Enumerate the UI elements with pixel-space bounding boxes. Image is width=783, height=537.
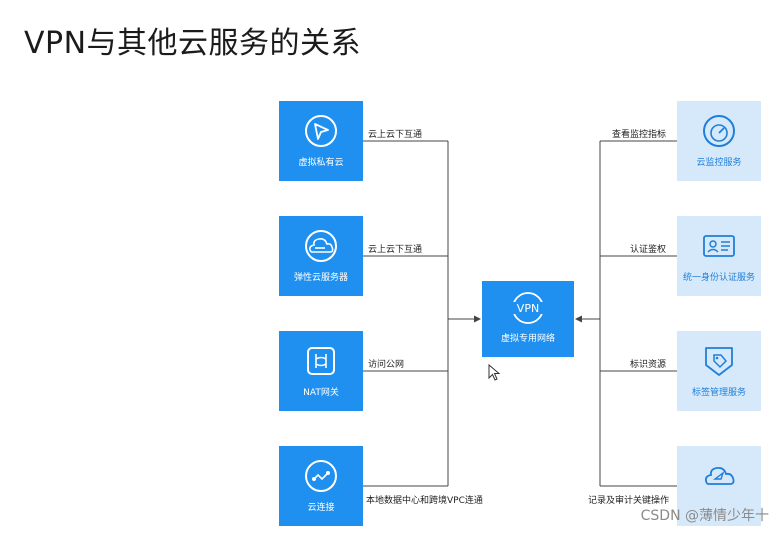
edge-label: 本地数据中心和跨境VPC连通 [366,496,483,506]
node-vpn: VPN 虚拟专用网络 [482,281,574,357]
edge-label: 访问公网 [368,360,405,370]
vpn-icon-text: VPN [517,302,539,315]
edge-label: 认证鉴权 [630,245,667,255]
cloud-trace-icon [704,466,735,485]
id-card-icon [703,235,735,257]
node-label: 弹性云服务器 [293,273,348,283]
node-label: 云连接 [307,503,335,513]
node-nat-gateway: NAT网关 [279,331,363,411]
edge-label: 标识资源 [630,360,667,370]
tag-icon [705,347,733,376]
edge-label: 云上云下互通 [368,130,423,140]
cloud-eye-icon [703,115,735,147]
edge-label: 云上云下互通 [368,245,423,255]
node-cloud-trace [677,446,761,526]
cloud-connect-icon [305,460,337,492]
node-identity-auth: 统一身份认证服务 [677,216,761,296]
node-label: 标签管理服务 [691,388,746,398]
node-elastic-cloud-server: 弹性云服务器 [279,216,363,296]
node-label: 虚拟私有云 [298,158,344,168]
node-label: 虚拟专用网络 [500,334,555,344]
edge-label: 查看监控指标 [612,130,667,140]
node-cloud-eye: 云监控服务 [677,101,761,181]
node-label: 云监控服务 [696,158,742,168]
page-title: VPN与其他云服务的关系 [24,26,362,61]
node-label: NAT网关 [303,388,339,398]
edge-label: 记录及审计关键操作 [588,496,670,506]
ecs-icon [305,230,337,262]
vpn-icon: VPN [512,292,544,324]
node-virtual-private-cloud: 虚拟私有云 [279,101,363,181]
mouse-cursor-icon [488,364,501,381]
node-label: 统一身份认证服务 [682,273,755,283]
node-tag-management: 标签管理服务 [677,331,761,411]
node-cloud-connect: 云连接 [279,446,363,526]
watermark: CSDN @薄情少年十 [640,508,769,524]
nat-gateway-icon [307,347,335,375]
vpc-icon [305,115,337,147]
